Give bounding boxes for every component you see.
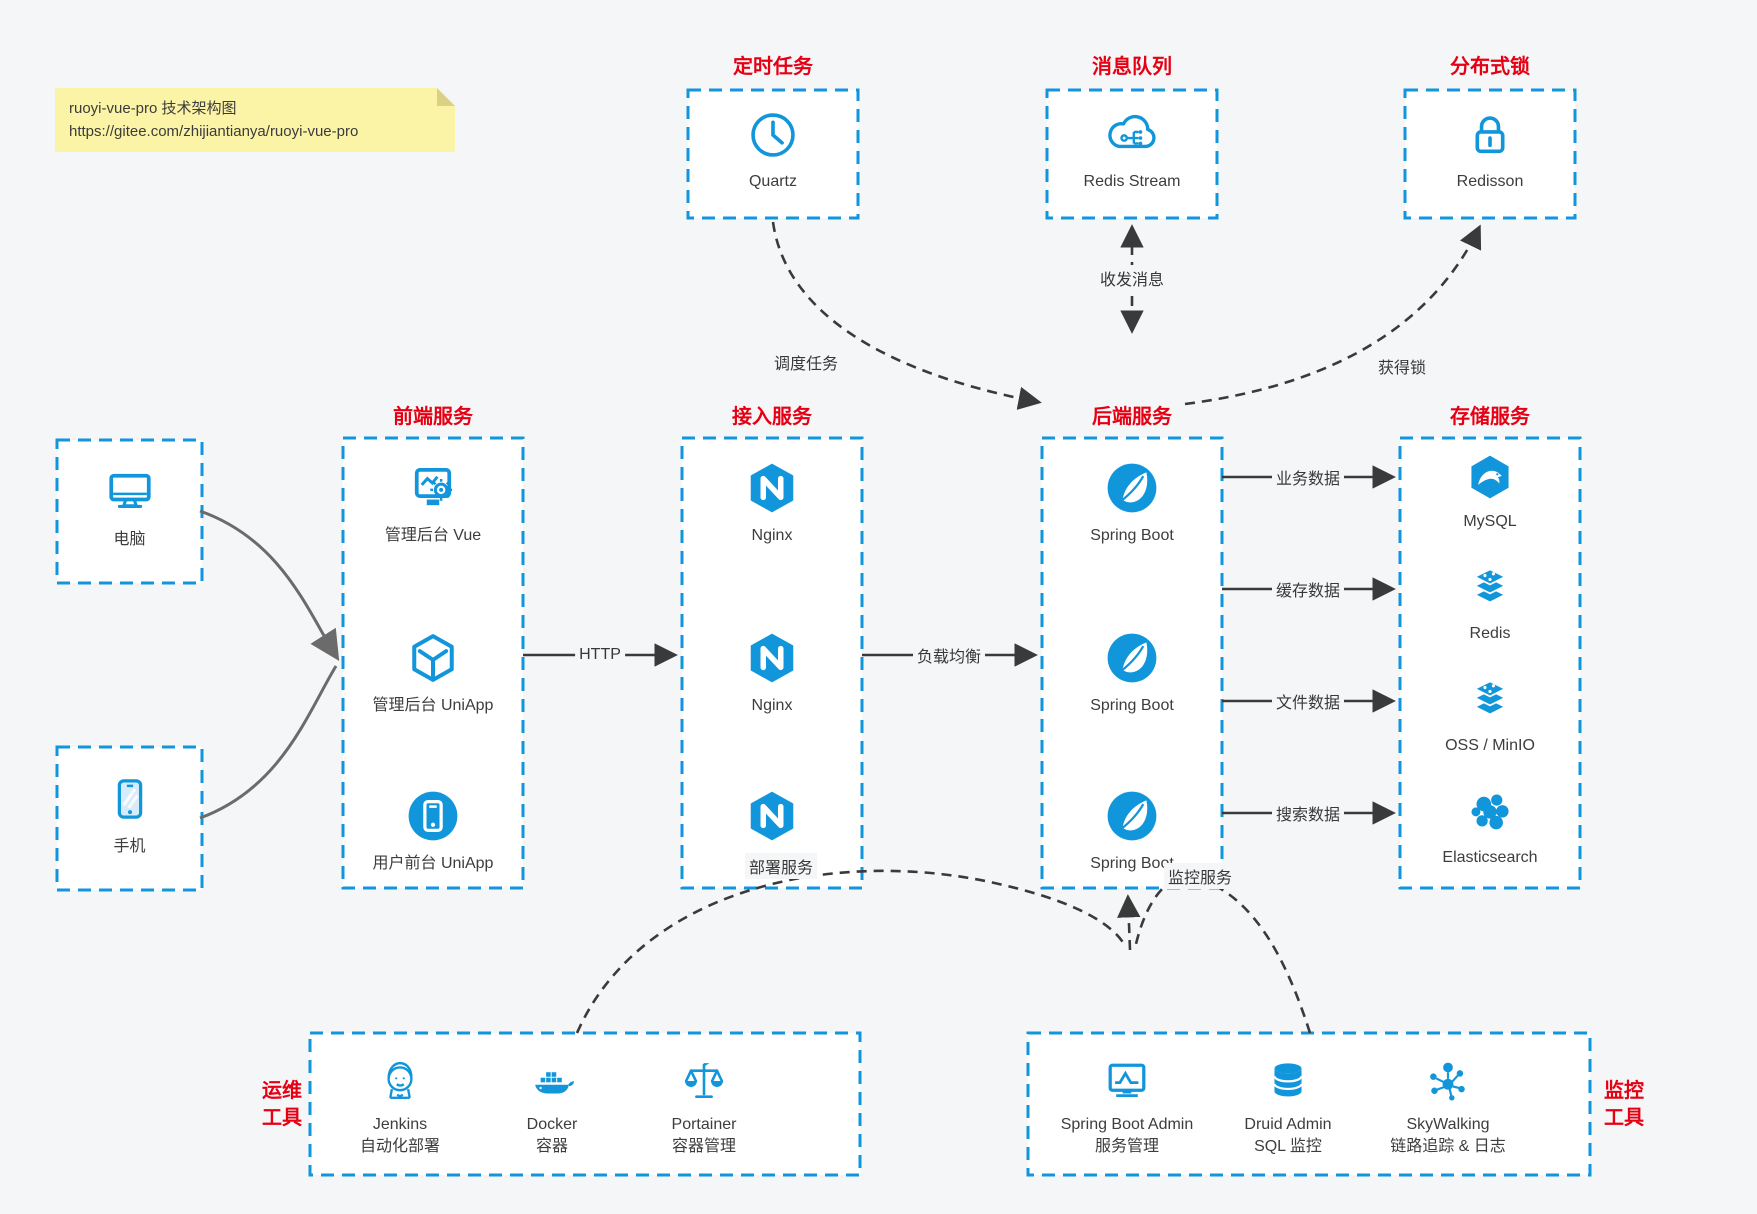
- node-quartz: Quartz: [688, 106, 858, 193]
- node-desktop: 电脑: [57, 462, 202, 551]
- title-gateway: 接入服务: [732, 406, 812, 428]
- title-monitor-tools: 监控 工具: [1604, 1080, 1644, 1129]
- note-url: https://gitee.com/zhijiantianya/ruoyi-vu…: [69, 123, 359, 140]
- nginx-icon: [742, 628, 802, 688]
- node-skywalking: SkyWalking 链路追踪 & 日志: [1368, 1055, 1528, 1158]
- spring-boot-admin-icon: [1101, 1055, 1153, 1107]
- node-elasticsearch: Elasticsearch: [1400, 786, 1580, 869]
- skywalking-icon: [1422, 1055, 1474, 1107]
- redis-icon: [1463, 562, 1517, 616]
- title-timer: 定时任务: [733, 56, 813, 78]
- desktop-to-frontend-arrow: [199, 509, 340, 662]
- node-druid: Druid Admin SQL 监控: [1208, 1055, 1368, 1158]
- node-jenkins: Jenkins 自动化部署: [320, 1055, 480, 1158]
- deploy-curve: [575, 869, 1126, 1034]
- title-storage: 存储服务: [1450, 406, 1530, 428]
- oss-minio-icon: [1463, 674, 1517, 728]
- jenkins-icon: [374, 1055, 426, 1107]
- node-spring-boot-admin: Spring Boot Admin 服务管理: [1042, 1055, 1212, 1158]
- spring-boot-icon: [1102, 628, 1162, 688]
- node-portainer: Portainer 容器管理: [624, 1055, 784, 1158]
- edge-label-deploy: 部署服务: [744, 853, 818, 879]
- spring-boot-icon: [1102, 458, 1162, 518]
- title-mq: 消息队列: [1092, 56, 1172, 78]
- edge-label-lock: 获得锁: [1373, 353, 1431, 379]
- edge-label-schedule: 调度任务: [769, 349, 843, 375]
- node-nginx-2: Nginx: [682, 628, 862, 717]
- title-backend: 后端服务: [1092, 406, 1172, 428]
- title-ops-tools: 运维 工具: [262, 1080, 302, 1129]
- edge-label-cache-data: 缓存数据: [1271, 576, 1345, 602]
- node-nginx-1: Nginx: [682, 458, 862, 547]
- docker-icon: [526, 1055, 578, 1107]
- edge-label-monitor: 监控服务: [1163, 863, 1237, 889]
- deploy-monitor-arrowhead: [1117, 894, 1141, 951]
- edge-label-search-data: 搜索数据: [1271, 800, 1345, 826]
- node-springboot-2: Spring Boot: [1042, 628, 1222, 717]
- node-mysql: MySQL: [1400, 450, 1580, 533]
- note-title: ruoyi-vue-pro 技术架构图: [69, 100, 237, 117]
- title-lock: 分布式锁: [1450, 56, 1530, 78]
- node-springboot-3: Spring Boot: [1042, 786, 1222, 875]
- edge-label-http: HTTP: [575, 645, 625, 665]
- edge-label-message: 收发消息: [1095, 265, 1169, 291]
- schedule-task-arrow: [771, 221, 1042, 410]
- uniapp-cube-icon: [403, 628, 463, 688]
- edge-label-business-data: 业务数据: [1271, 464, 1345, 490]
- lock-icon: [1461, 106, 1519, 164]
- druid-icon: [1262, 1055, 1314, 1107]
- desktop-icon: [100, 462, 160, 522]
- mobile-app-icon: [403, 786, 463, 846]
- nginx-icon: [742, 786, 802, 846]
- smartphone-icon: [100, 769, 160, 829]
- admin-vue-icon: [403, 458, 463, 518]
- edge-label-load-balance: 负载均衡: [912, 642, 986, 668]
- nginx-icon: [742, 458, 802, 518]
- node-redisson: Redisson: [1405, 106, 1575, 193]
- title-frontend: 前端服务: [393, 406, 473, 428]
- node-admin-uniapp: 管理后台 UniApp: [343, 628, 523, 717]
- node-user-uniapp: 用户前台 UniApp: [343, 786, 523, 875]
- sticky-note: ruoyi-vue-pro 技术架构图 https://gitee.com/zh…: [55, 88, 455, 152]
- acquire-lock-arrow: [1184, 224, 1482, 406]
- mysql-icon: [1463, 450, 1517, 504]
- clock-icon: [744, 106, 802, 164]
- node-oss-minio: OSS / MinIO: [1400, 674, 1580, 757]
- portainer-icon: [678, 1055, 730, 1107]
- phone-to-frontend-arrow: [199, 665, 338, 820]
- monitor-curve: [1134, 875, 1312, 1034]
- node-springboot-1: Spring Boot: [1042, 458, 1222, 547]
- edge-label-file-data: 文件数据: [1271, 688, 1345, 714]
- node-redis: Redis: [1400, 562, 1580, 645]
- redis-stream-cloud-icon: [1103, 106, 1161, 164]
- node-redis-stream: Redis Stream: [1047, 106, 1217, 193]
- node-phone: 手机: [57, 769, 202, 858]
- node-admin-vue: 管理后台 Vue: [343, 458, 523, 547]
- node-docker: Docker 容器: [472, 1055, 632, 1158]
- elasticsearch-icon: [1463, 786, 1517, 840]
- spring-boot-icon: [1102, 786, 1162, 846]
